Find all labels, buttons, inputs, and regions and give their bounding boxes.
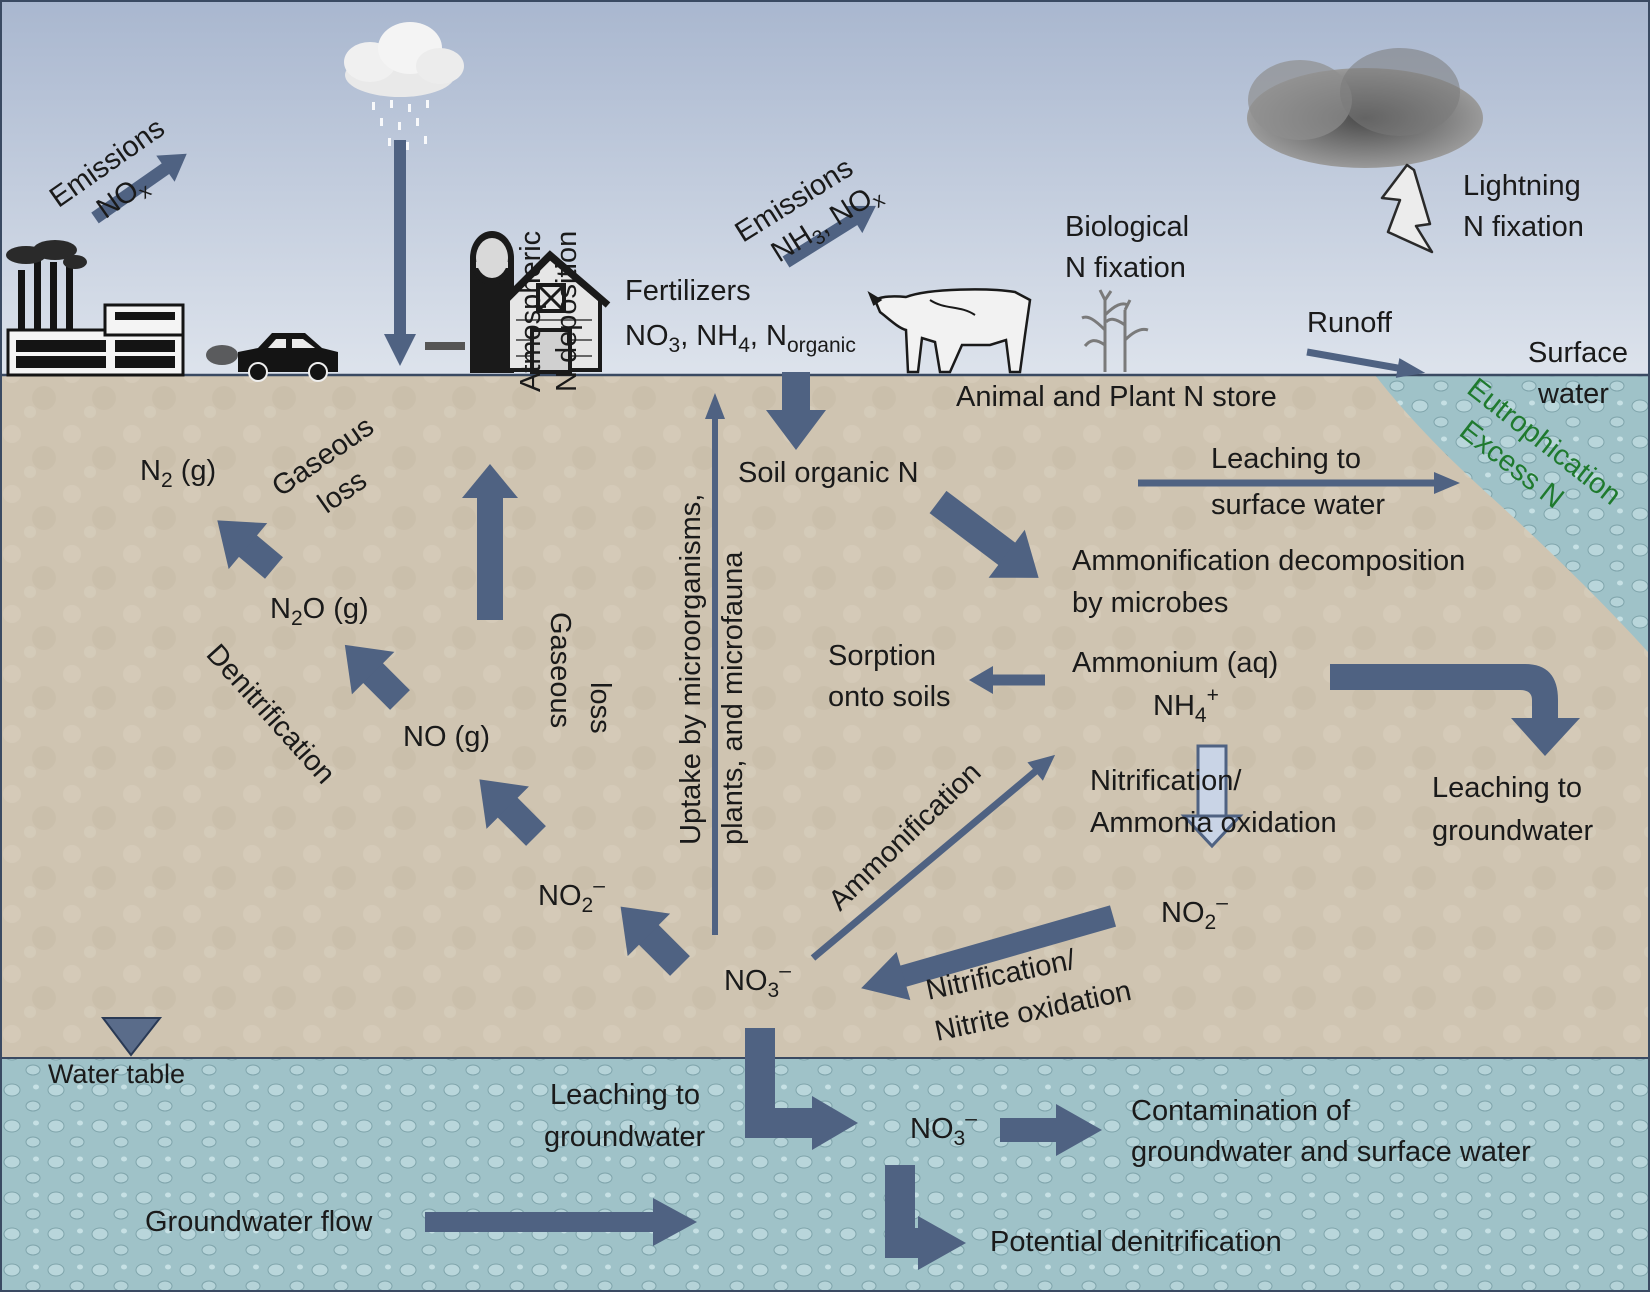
rain-cloud-icon (344, 22, 464, 150)
potential-denitrification-label: Potential denitrification (990, 1226, 1282, 1258)
leaching-surface-line2: surface water (1211, 489, 1385, 521)
leaching-groundwater-right-line2: groundwater (1432, 815, 1594, 847)
sorption-line1: Sorption (828, 640, 936, 672)
ammonification-decomposition-line2: by microbes (1072, 587, 1228, 619)
fertilizer-input-arrow (766, 372, 826, 450)
nitrification-ammonia-line2: Ammonia oxidation (1090, 807, 1337, 839)
ammonium-formula: NH4+ (1153, 684, 1219, 727)
ammonium-label: Ammonium (aq) (1072, 647, 1278, 679)
cow-icon (867, 288, 1032, 374)
water-table-label: Water table (48, 1059, 185, 1089)
leaching-groundwater-line2: groundwater (544, 1121, 706, 1153)
no-to-n2o-arrow (344, 644, 410, 710)
surface-water-line1: Surface (1528, 337, 1628, 369)
water-table-marker-icon (100, 1017, 163, 1057)
uptake-arrow (705, 393, 725, 935)
no2-to-no-arrow (479, 779, 546, 846)
atmospheric-deposition-label: Atmospheric N deposition (515, 231, 583, 392)
contamination-line1: Contamination of (1131, 1095, 1351, 1127)
factory-icon (6, 240, 185, 377)
lightning-fixation-line2: N fixation (1463, 211, 1584, 243)
contamination-line2: groundwater and surface water (1131, 1136, 1531, 1168)
corn-plant-icon (1081, 289, 1149, 372)
nitrification-ammonia-line1: Nitrification/ (1090, 765, 1242, 797)
leaching-groundwater-bent-arrow (1330, 664, 1580, 756)
n2-gas-label: N2 (g) (140, 455, 216, 492)
silo-barn-icon (425, 231, 611, 374)
no3-to-no2-arrow (620, 906, 690, 976)
no2-left-label: NO2– (538, 874, 605, 917)
groundwater-flow-arrow (425, 1198, 697, 1246)
emissions-nox-arrow (91, 153, 187, 224)
gaseous-loss-vertical-label: Gaseous loss (544, 612, 616, 734)
no3-groundwater-label: NO3– (910, 1107, 977, 1150)
leaching-surface-line1: Leaching to (1211, 443, 1361, 475)
lightning-fixation-line1: Lightning (1463, 170, 1581, 202)
storm-cloud-icon (1247, 48, 1483, 168)
svg-text:Uptake by microorganisms,: Uptake by microorganisms, (675, 494, 707, 845)
n2o-gas-label: N2O (g) (270, 593, 369, 630)
leaching-groundwater-right-line1: Leaching to (1432, 772, 1582, 804)
nitrite-oxidation-arrow (861, 905, 1117, 1001)
runoff-arrow (1306, 348, 1426, 378)
svg-text:Gaseous: Gaseous (544, 612, 576, 728)
surface-water-line2: water (1537, 378, 1609, 410)
atmospheric-deposition-arrow (384, 140, 416, 366)
svg-text:loss: loss (584, 682, 616, 734)
leaching-groundwater-line1: Leaching to (550, 1079, 700, 1111)
leaching-groundwater-arrow (745, 1028, 858, 1150)
no3-center-label: NO3– (724, 959, 791, 1002)
groundwater-flow-label: Groundwater flow (145, 1206, 373, 1238)
lightning-bolt-icon (1380, 163, 1434, 254)
ammonification-decomposition-line1: Ammonification decomposition (1072, 545, 1465, 577)
soil-organic-n-label: Soil organic N (738, 457, 919, 489)
runoff-label: Runoff (1307, 307, 1393, 339)
svg-text:plants, and microfauna: plants, and microfauna (717, 551, 749, 845)
fertilizers-label: Fertilizers (625, 275, 751, 307)
gaseous-loss-arrow (462, 464, 518, 620)
animal-plant-store-label: Animal and Plant N store (956, 381, 1277, 413)
emissions-nh3-arrow (782, 205, 876, 268)
groundwater-band (2, 1058, 1648, 1290)
n2o-to-n2-arrow (217, 520, 283, 579)
ammonification-decomposition-arrow (929, 490, 1039, 578)
potential-denitrification-arrow (885, 1165, 966, 1270)
biological-fixation-line2: N fixation (1065, 252, 1186, 284)
fertilizer-species-label: NO3, NH4, Norganic (625, 320, 856, 357)
sorption-arrow (969, 666, 1045, 694)
nitrification-ammonia-arrow (1180, 744, 1244, 849)
leaching-surface-water-arrow (1138, 472, 1460, 494)
contamination-arrow (1000, 1104, 1102, 1156)
car-icon (206, 333, 338, 382)
sorption-line2: onto soils (828, 681, 951, 713)
ammonification-arrow (810, 754, 1056, 961)
uptake-label: Uptake by microorganisms, plants, and mi… (675, 494, 749, 845)
no-gas-label: NO (g) (403, 721, 490, 753)
surface-water-body (1375, 375, 1648, 652)
svg-text:N deposition: N deposition (551, 231, 583, 392)
biological-fixation-line1: Biological (1065, 211, 1189, 243)
no2-right-label: NO2– (1161, 891, 1228, 934)
svg-text:Atmospheric: Atmospheric (515, 231, 547, 392)
